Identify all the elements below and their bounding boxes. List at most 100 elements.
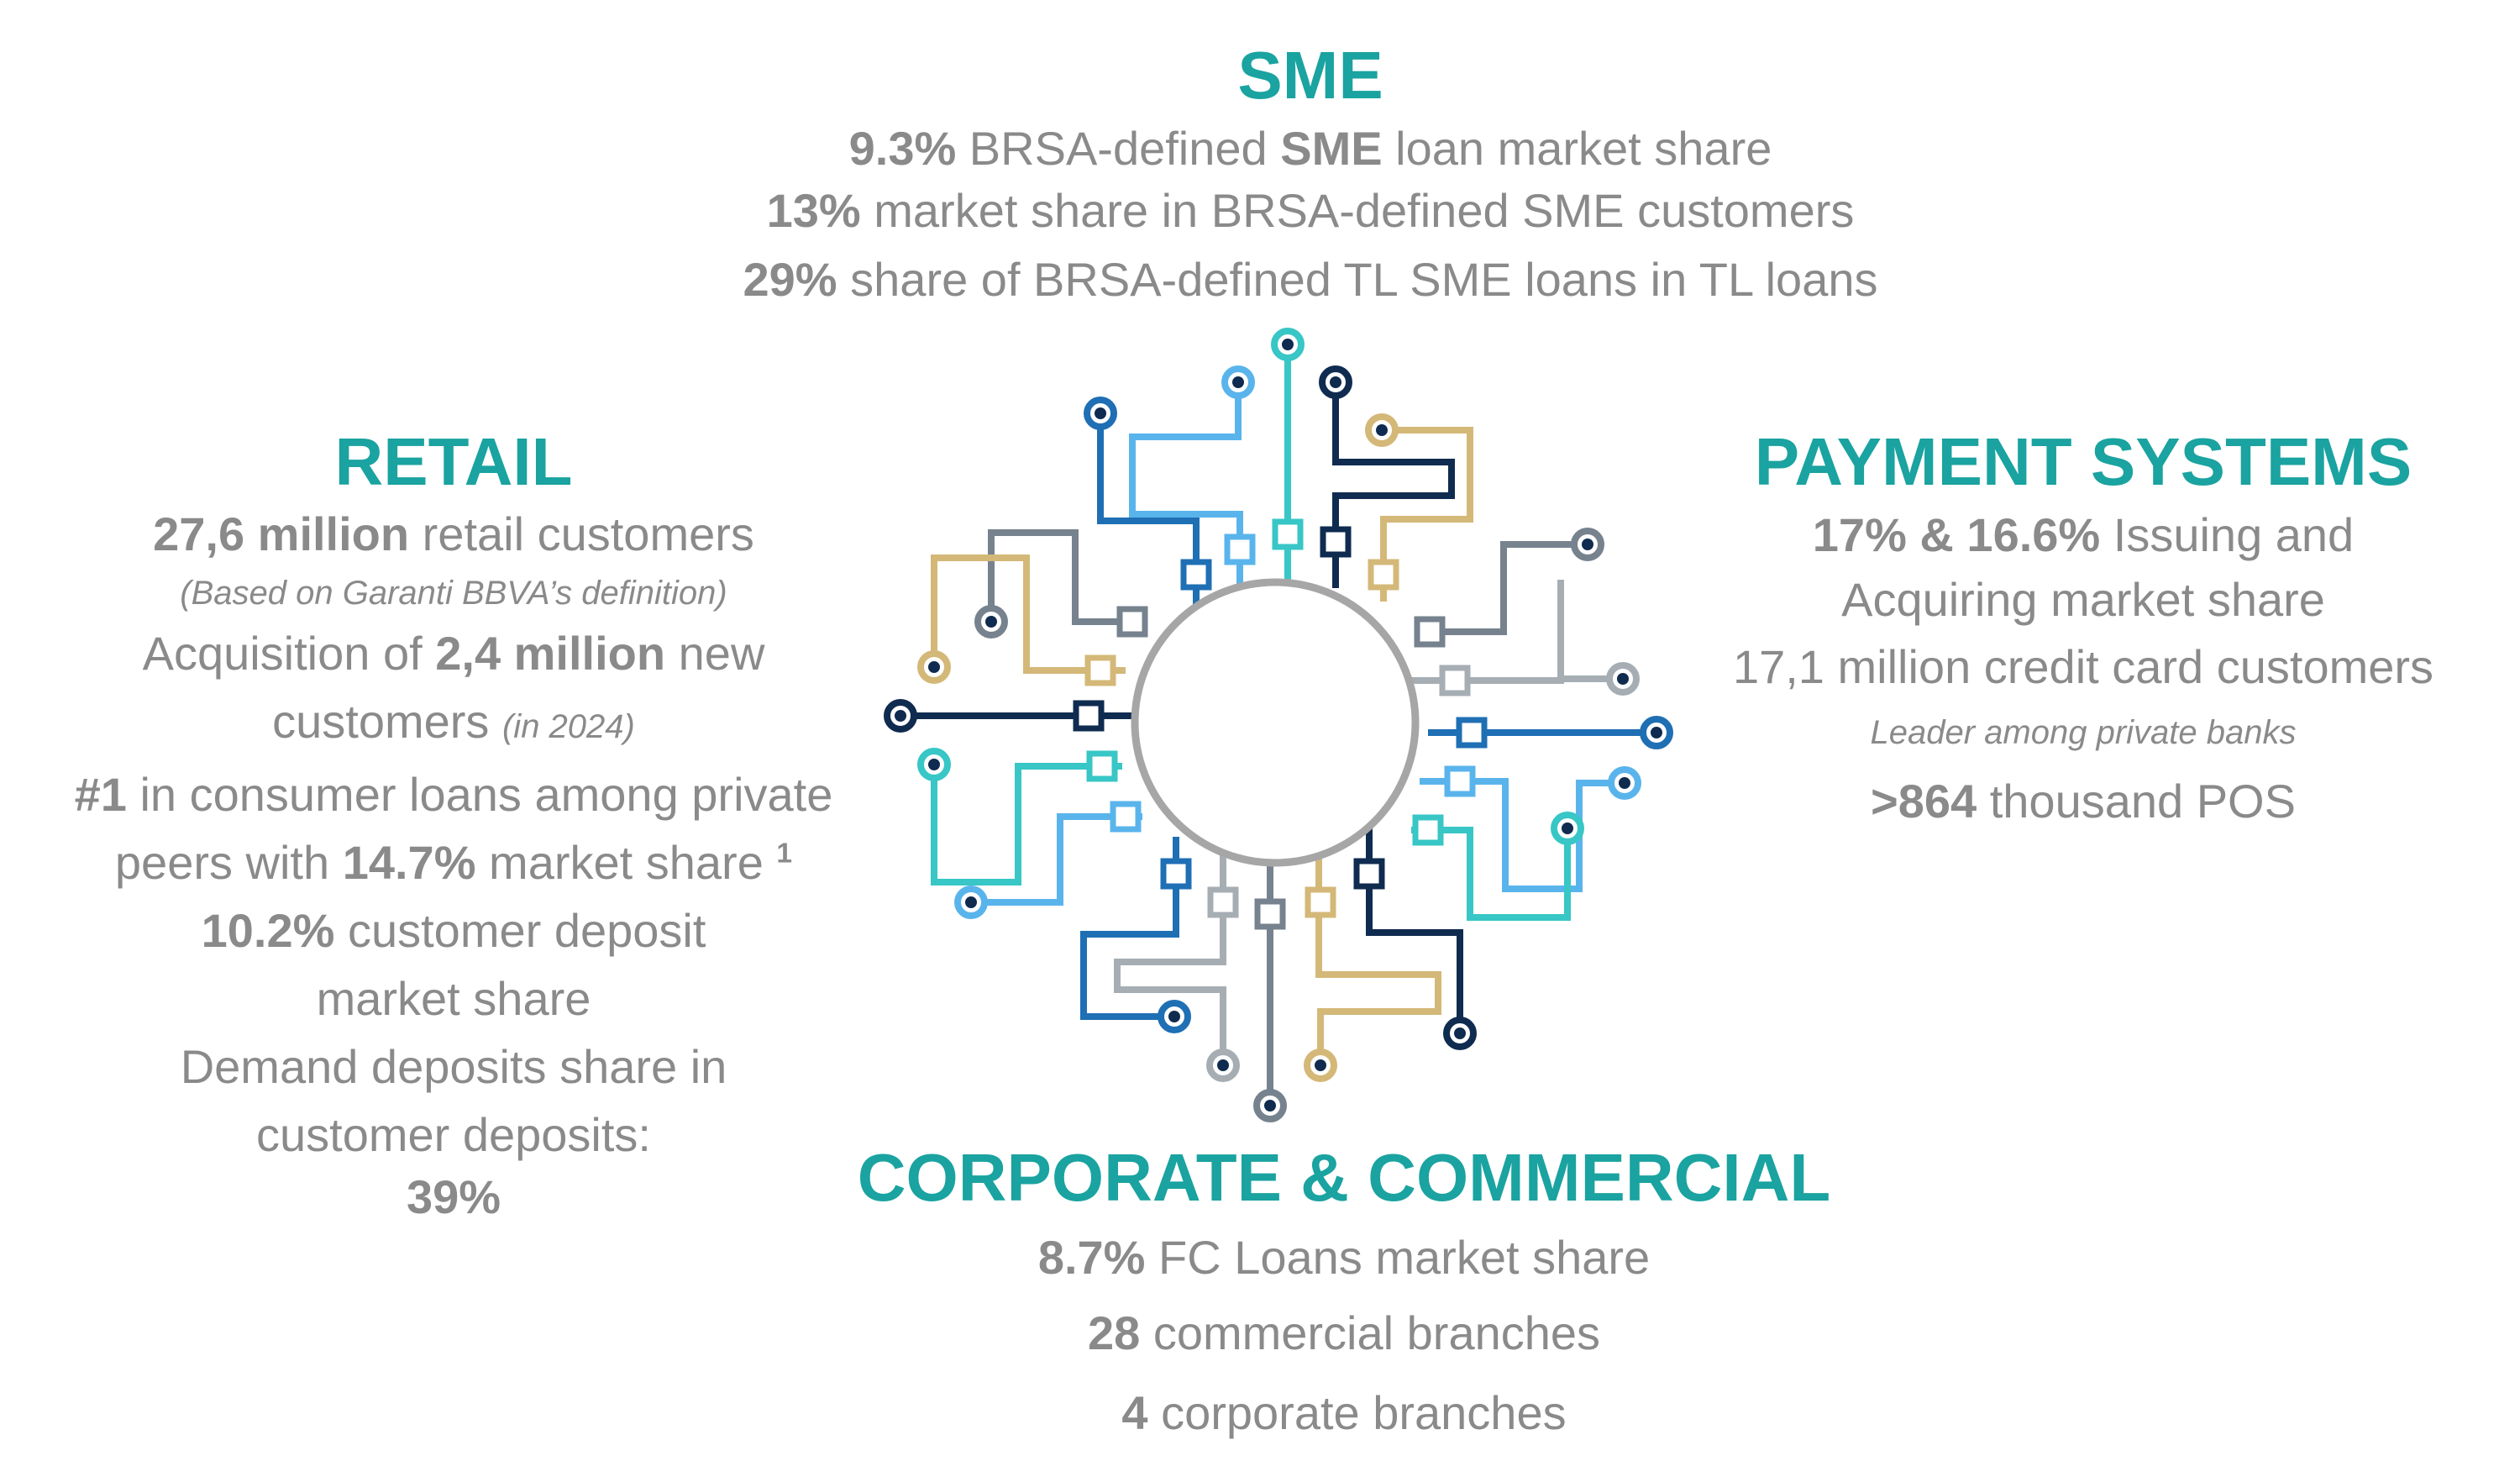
trace-terminal-dot — [928, 759, 940, 770]
trace-terminal-dot — [1095, 407, 1106, 419]
trace-square-pad — [1414, 616, 1446, 648]
text-run: share of BRSA-defined TL SME loans in TL… — [837, 253, 1878, 306]
payment-systems-heading: PAYMENT SYSTEMS — [1754, 424, 2412, 499]
trace-terminal-dot — [1376, 424, 1388, 436]
text-run: corporate branches — [1147, 1386, 1567, 1439]
text-line: 9.3% BRSA-defined SME loan market share — [588, 118, 2033, 180]
sme-section: SME 9.3% BRSA-defined SME loan market sh… — [588, 34, 2033, 318]
text-line: market share — [34, 968, 874, 1030]
text-run: new — [665, 627, 765, 680]
trace-square-pad — [1160, 858, 1192, 890]
corporate-commercial-section: CORPORATE & COMMERCIAL 8.7% FC Loans mar… — [756, 1136, 1932, 1455]
trace-square-pad — [1180, 559, 1212, 591]
text-run: 1 — [776, 838, 793, 870]
text-run: Demand deposits share in — [180, 1040, 727, 1093]
trace-terminal-dot — [1454, 1027, 1466, 1039]
circuit-trace — [988, 529, 1142, 625]
highlight-value: 10.2% — [201, 904, 335, 957]
trace-square-pad — [1412, 814, 1444, 846]
text-run: FC Loans market share — [1145, 1231, 1651, 1284]
trace-terminal-dot — [1562, 822, 1573, 834]
trace-square-pad — [1116, 606, 1148, 638]
circuit-trace — [1332, 382, 1455, 588]
circuit-trace — [971, 813, 1142, 906]
text-line: customer deposits: — [34, 1104, 874, 1166]
circuit-trace — [1114, 849, 1226, 1065]
circuit-traces — [884, 328, 1673, 1122]
text-run: retail customers — [409, 507, 754, 560]
text-run: loan market share — [1382, 122, 1772, 175]
text-line: 4 corporate branches — [756, 1371, 1932, 1455]
trace-terminal-dot — [1651, 727, 1662, 738]
trace-square-pad — [1305, 886, 1336, 918]
trace-square-pad — [1353, 858, 1385, 890]
text-line: 17% & 16.6% Issuing and — [1680, 504, 2486, 566]
highlight-value: 13% — [766, 184, 861, 237]
text-line: #1 in consumer loans among private — [34, 758, 874, 832]
text-run: Acquisition of — [142, 627, 436, 680]
trace-terminal-dot — [1168, 1011, 1180, 1022]
trace-terminal-dot — [1217, 1059, 1229, 1071]
text-line: 13% market share in BRSA-defined SME cus… — [588, 180, 2033, 242]
circuit-trace — [1428, 541, 1588, 635]
trace-terminal-dot — [1232, 376, 1244, 388]
circuit-trace — [1411, 827, 1571, 921]
trace-square-pad — [1272, 518, 1304, 550]
highlight-value: SME — [1280, 122, 1383, 175]
text-line: (Based on Garanti BBVA’s definition) — [34, 565, 874, 617]
text-line: Demand deposits share in — [34, 1030, 874, 1104]
highlight-value: >864 — [1871, 775, 1977, 828]
trace-terminal-dot — [1330, 376, 1341, 388]
text-line: 17,1 million credit card customers — [1680, 633, 2486, 701]
trace-terminal-dot — [965, 896, 977, 908]
trace-square-pad — [1456, 717, 1488, 749]
highlight-value: 29% — [743, 253, 837, 306]
trace-square-pad — [1086, 750, 1118, 782]
trace-square-pad — [1444, 765, 1476, 797]
highlight-value: 39% — [406, 1170, 501, 1223]
text-run: (Based on Garanti BBVA’s definition) — [180, 575, 727, 612]
circuit-trace — [1129, 382, 1243, 588]
text-run: 17,1 million credit card customers — [1732, 640, 2434, 693]
circuit-trace — [931, 763, 1122, 886]
text-run: thousand POS — [1977, 775, 2296, 828]
text-line: Leader among private banks — [1680, 701, 2486, 759]
text-line: 8.7% FC Loans market share — [756, 1220, 1932, 1295]
trace-terminal-dot — [1282, 339, 1294, 350]
text-line: 29% share of BRSA-defined TL SME loans i… — [588, 242, 2033, 318]
highlight-value: 4 — [1121, 1386, 1148, 1439]
highlight-value: 9.3% — [848, 122, 957, 175]
text-run: customer deposit — [334, 904, 706, 957]
trace-square-pad — [1084, 654, 1116, 686]
circuit-trace — [1411, 580, 1623, 684]
text-line: >864 thousand POS — [1680, 759, 2486, 843]
text-run: BRSA-defined — [956, 122, 1281, 175]
text-line: 39% — [34, 1166, 874, 1228]
circuit-trace — [1080, 837, 1179, 1020]
highlight-value: 28 — [1087, 1306, 1141, 1359]
text-line: 27,6 million retail customers — [34, 504, 874, 565]
highlight-value: 14.7% — [342, 836, 476, 889]
text-line: Acquisition of 2,4 million new — [34, 617, 874, 691]
highlight-value: 27,6 million — [153, 507, 410, 560]
circuit-trace — [931, 554, 1126, 674]
text-line: 28 commercial branches — [756, 1295, 1932, 1371]
trace-terminal-dot — [1617, 673, 1629, 685]
text-line: 10.2% customer deposit — [34, 894, 874, 968]
trace-terminal-dot — [1582, 539, 1593, 550]
highlight-value: #1 — [74, 768, 127, 821]
trace-terminal-dot — [895, 710, 906, 722]
trace-terminal-dot — [1315, 1059, 1326, 1071]
circuit-trace — [1380, 427, 1473, 602]
trace-square-pad — [1254, 898, 1286, 930]
highlight-value: 17% & 16.6% — [1812, 508, 2101, 561]
circuit-trace — [1420, 778, 1625, 892]
text-run: market share — [475, 836, 777, 889]
circuit-trace — [1315, 840, 1441, 1065]
text-run: Issuing and — [2100, 508, 2355, 561]
trace-square-pad — [1207, 886, 1239, 918]
text-run: Acquiring market share — [1841, 573, 2325, 626]
